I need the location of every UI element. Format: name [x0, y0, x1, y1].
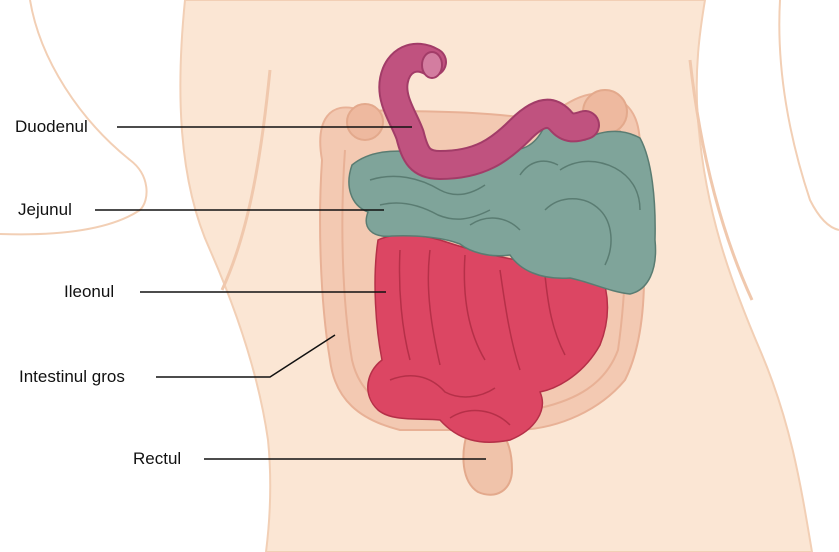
right-flank [778, 0, 839, 231]
large-intestine-leader [156, 334, 336, 378]
duodenum-opening [421, 51, 443, 79]
jejunum-loop-2 [379, 202, 491, 220]
duodenum [378, 42, 600, 180]
duodenum-fill [380, 44, 598, 178]
ileum-loop-3 [463, 254, 486, 361]
ileum-loop-7 [449, 409, 511, 426]
ileum [367, 233, 609, 443]
ileum-loop-4 [499, 269, 521, 371]
left-flank [0, 0, 148, 236]
label-duodenum: Duodenul [15, 117, 88, 136]
ileum-loop-2 [427, 249, 441, 366]
label-large-intestine: Intestinul gros [19, 367, 125, 386]
ileum-loop-5 [544, 274, 566, 356]
jejunum-loop-6 [519, 160, 559, 176]
label-jejunum: Jejunul [18, 200, 72, 219]
label-ileum: Ileonul [64, 282, 115, 301]
right-hip-crease [688, 59, 754, 301]
jejunum-loop-5 [559, 160, 641, 211]
jejunum-loop-3 [469, 217, 521, 231]
ileum-loop-1 [398, 249, 411, 361]
cecum-pouch [346, 103, 384, 141]
left-hip-crease [220, 69, 272, 291]
ileum-loop-6 [389, 375, 496, 398]
label-rectum: Rectul [133, 449, 182, 468]
leader-lines [95, 126, 486, 460]
jejunum-loop-1 [369, 175, 486, 196]
rectum-shape [462, 429, 514, 496]
jejunum-loop-4 [544, 198, 612, 266]
